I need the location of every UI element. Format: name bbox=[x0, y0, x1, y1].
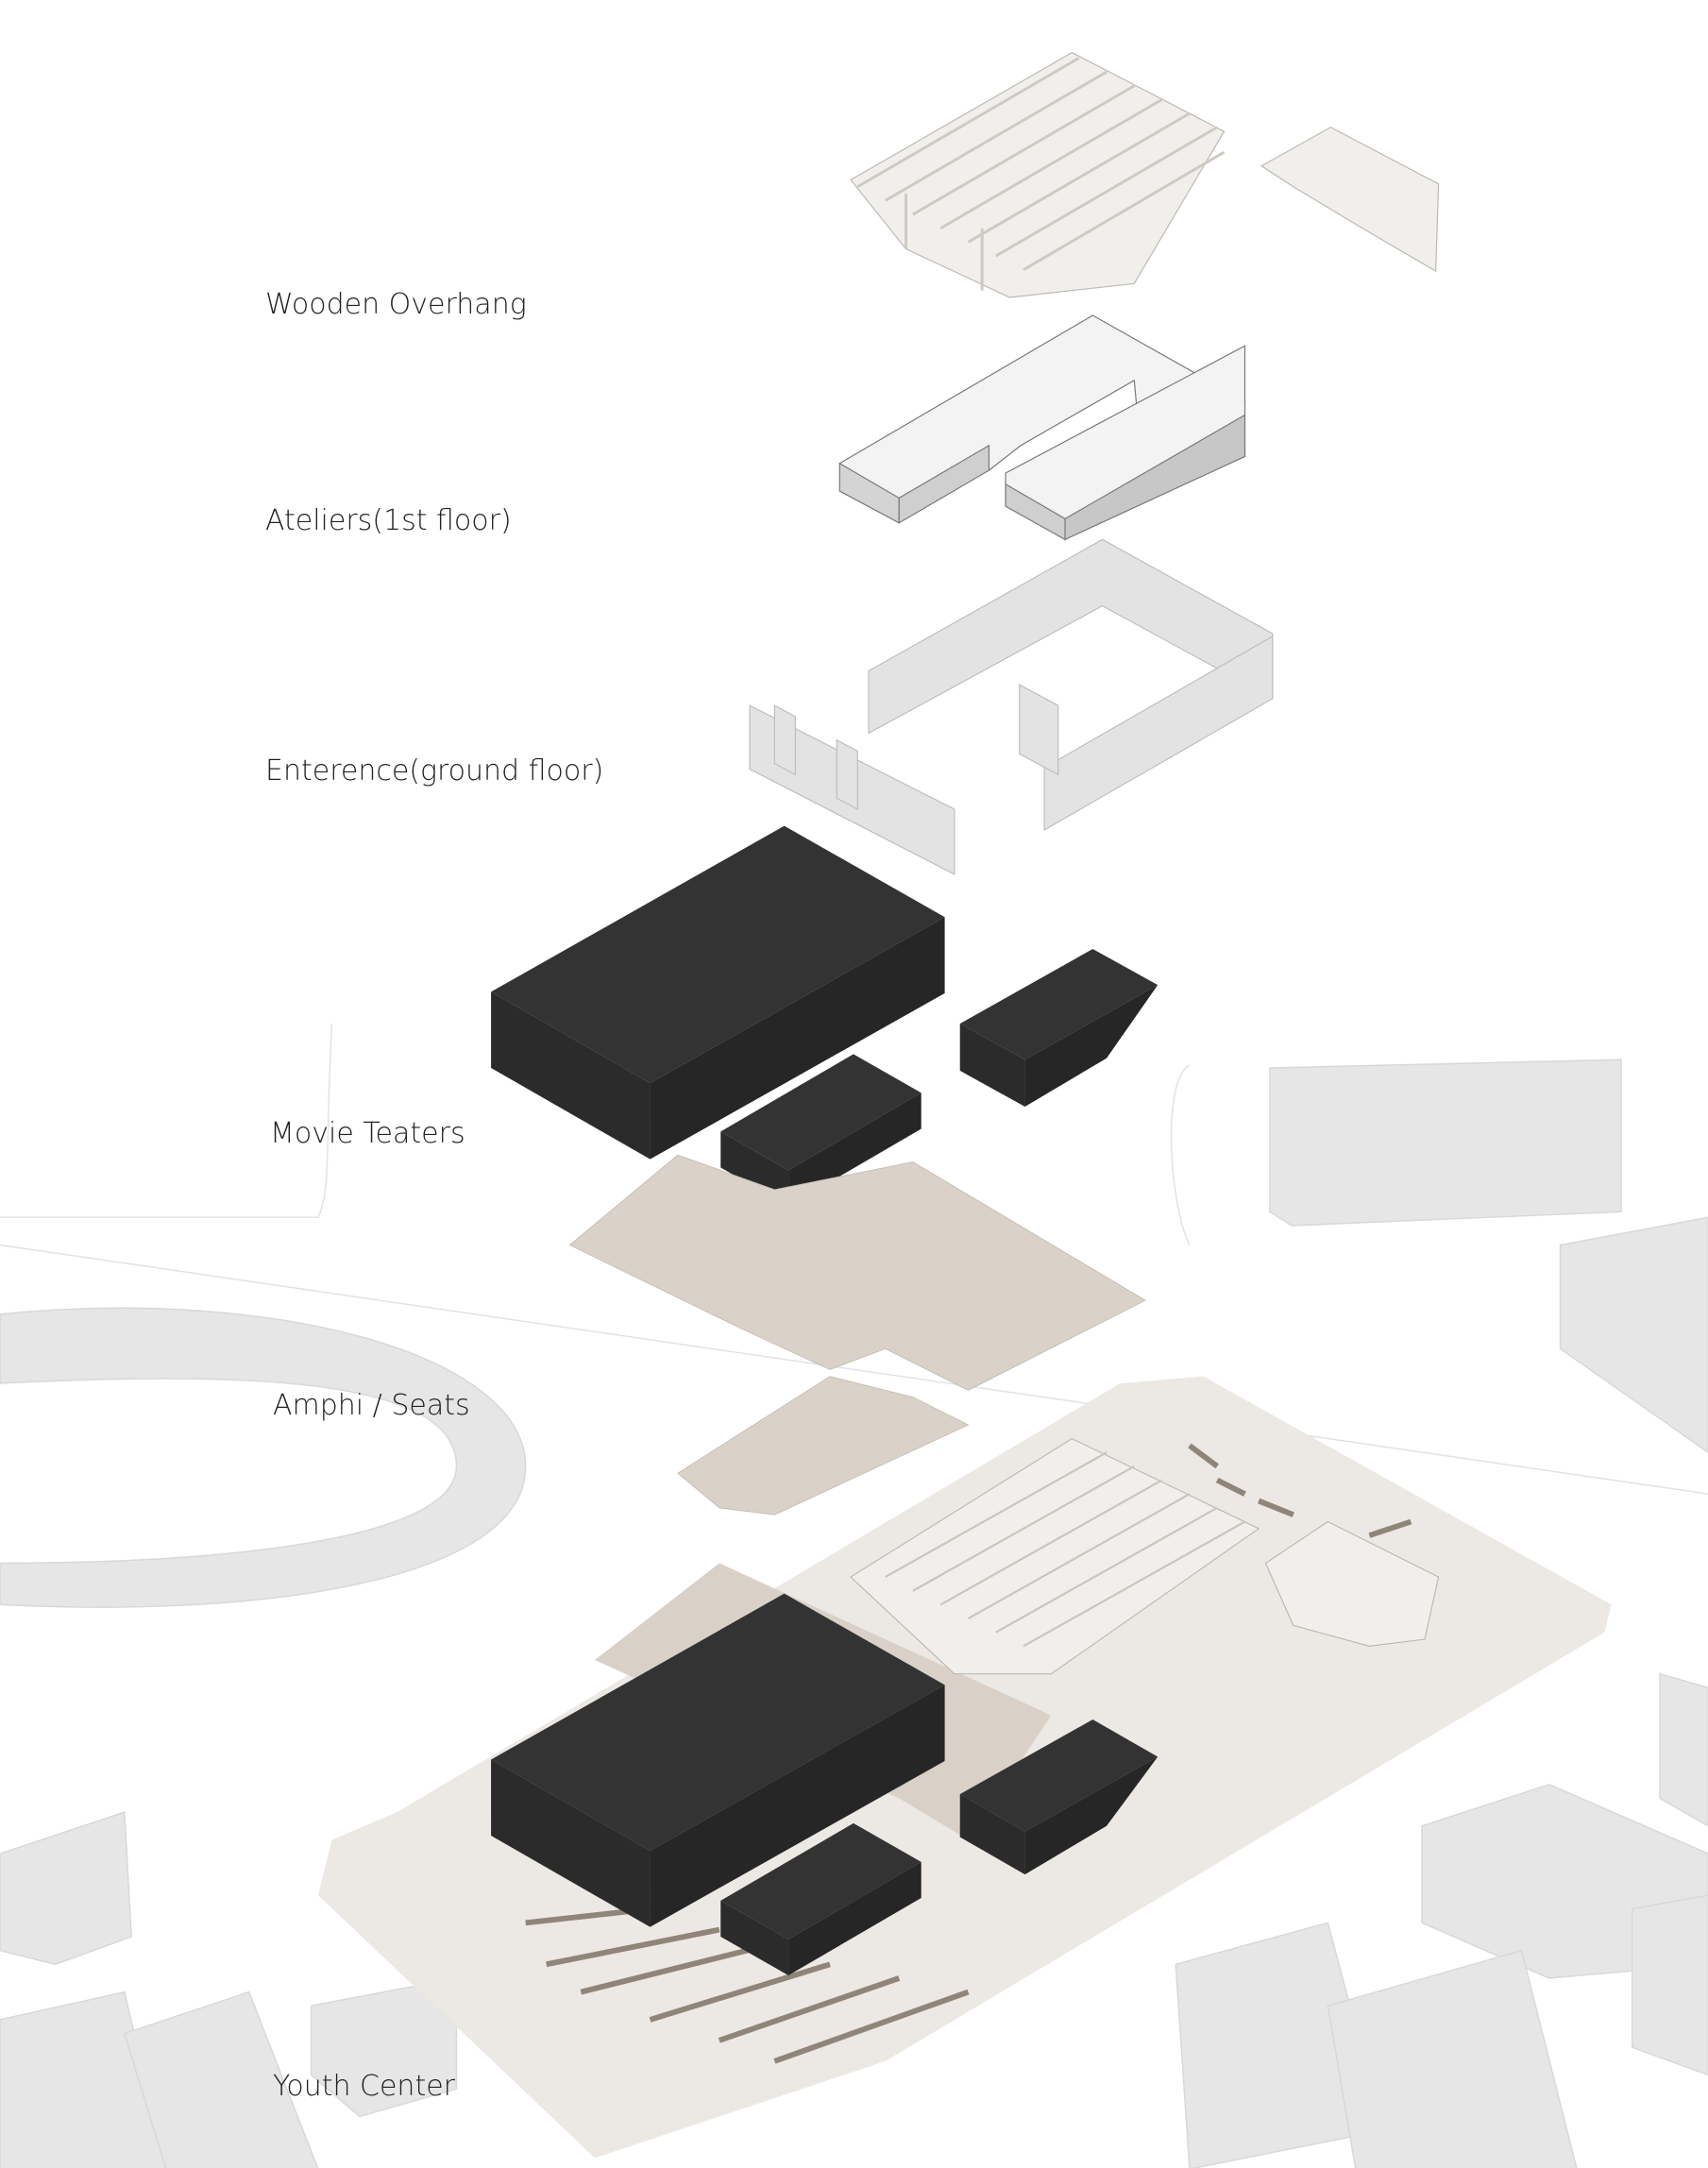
assembled-overhang-ribs bbox=[885, 1451, 1246, 1648]
entrance-walls-layer bbox=[749, 538, 1274, 875]
assembled-overhang bbox=[850, 1437, 1440, 1675]
ring-building bbox=[0, 1307, 527, 1608]
site-paving-strips bbox=[525, 1443, 1412, 2064]
movie-theaters-layer bbox=[491, 825, 1158, 1207]
assembled-movie-volumes bbox=[491, 1593, 1158, 1976]
label-amphi-seats: Amphi / Seats bbox=[273, 1389, 470, 1422]
label-movie-theaters: Movie Teaters bbox=[270, 1117, 465, 1150]
label-ateliers: Ateliers(1st floor) bbox=[265, 504, 512, 537]
label-wooden-overhang: Wooden Overhang bbox=[265, 288, 527, 321]
context-buildings bbox=[0, 1059, 1708, 2168]
overhang-ribs bbox=[856, 57, 1226, 291]
amphi-seats-layer bbox=[568, 1154, 1146, 1516]
label-youth-center: Youth Center bbox=[273, 2070, 455, 2103]
context-roads bbox=[0, 1024, 1708, 1495]
label-entrance: Enterence(ground floor) bbox=[265, 754, 604, 788]
ateliers-layer bbox=[838, 314, 1246, 541]
overhang-layer bbox=[850, 52, 1440, 298]
